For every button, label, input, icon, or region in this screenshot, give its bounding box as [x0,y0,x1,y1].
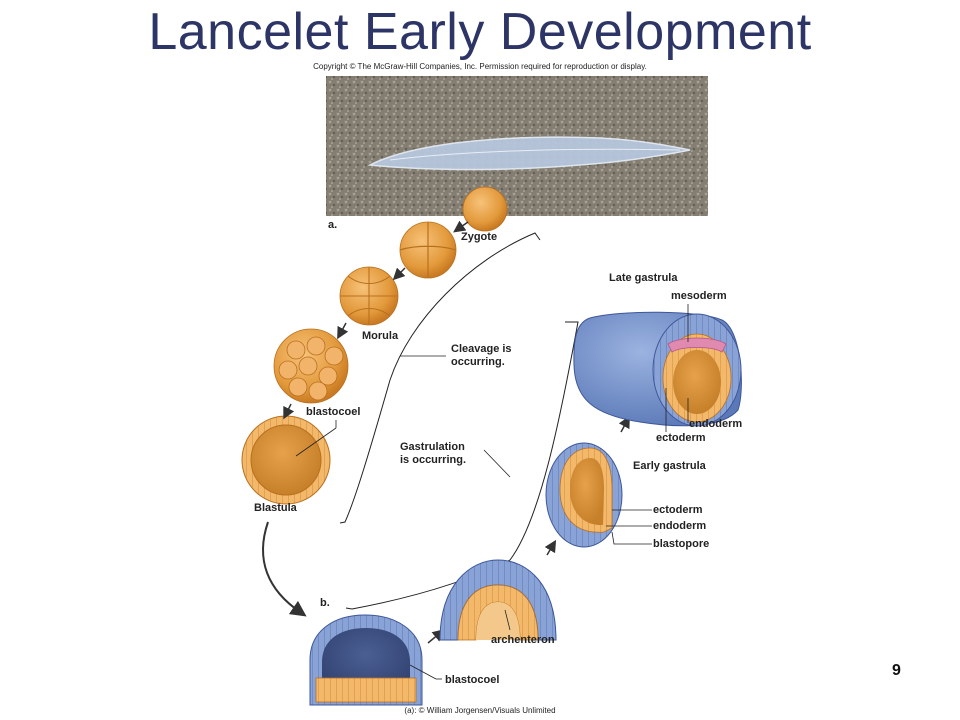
label-zygote: Zygote [461,231,498,243]
panel-label-b: b. [320,597,330,609]
slide-number: 9 [892,662,901,679]
blastula-embryo [241,415,337,505]
label-ectoderm-late: ectoderm [656,432,706,444]
blastula-cross-section [309,614,442,706]
lancelet-body [367,136,691,171]
early-gastrula-embryo [545,442,652,548]
panel-label-a: a. [328,219,338,231]
label-gastrulation-line1: Gastrulation [400,441,465,453]
gastrulation-bracket [345,321,579,610]
cleavage-bracket [339,232,541,524]
label-gastrulation: Gastrulation is occurring. [400,441,466,467]
label-ectoderm-early: ectoderm [653,504,703,516]
page-title: Lancelet Early Development [148,3,812,61]
label-morula: Morula [362,330,399,342]
lancelet-photo [326,76,708,216]
label-late-gastrula: Late gastrula [609,272,678,284]
zygote-cell [462,186,508,232]
photo-credit: (a): © William Jorgensen/Visuals Unlimit… [404,706,556,715]
morula-embryo [273,328,349,404]
label-early-gastrula: Early gastrula [633,460,706,472]
label-cleavage-line2: occurring. [451,356,505,368]
label-blastula: Blastula [254,502,297,514]
label-cleavage-line1: Cleavage is [451,343,512,355]
label-endoderm-early: endoderm [653,520,707,532]
copyright-notice: Copyright © The McGraw-Hill Companies, I… [313,62,647,71]
late-gastrula-embryo [573,304,742,432]
label-blastocoel-bottom: blastocoel [445,674,500,686]
label-cleavage: Cleavage is occurring. [451,343,512,369]
label-archenteron: archenteron [491,634,555,646]
label-blastocoel-top: blastocoel [306,406,361,418]
four-cell-embryo [399,221,457,279]
invagination-embryo [439,559,557,641]
label-endoderm-late: endoderm [689,418,743,430]
label-blastopore: blastopore [653,538,710,550]
label-gastrulation-line2: is occurring. [400,454,467,466]
label-mesoderm: mesoderm [671,290,727,302]
eight-cell-embryo [339,266,399,326]
